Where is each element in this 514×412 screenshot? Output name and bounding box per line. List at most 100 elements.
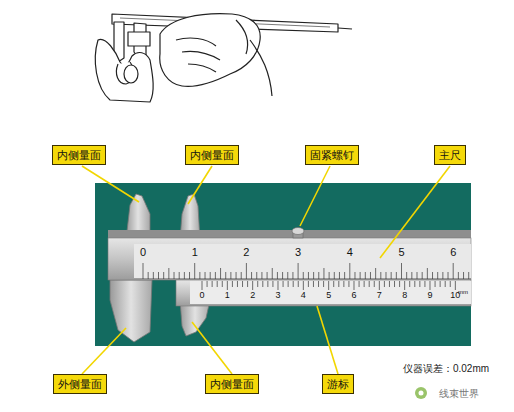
- main-tick: [153, 272, 154, 279]
- vernier-tick: [424, 281, 425, 287]
- callout-box: 游标: [322, 374, 354, 394]
- main-tick: [354, 272, 355, 279]
- main-tick: [267, 272, 268, 279]
- main-tick: [184, 272, 185, 279]
- main-tick: [215, 272, 216, 279]
- main-tick: [205, 272, 206, 279]
- vernier-tick: [455, 281, 456, 290]
- vernier-tick: [212, 281, 213, 287]
- vernier-tick: [202, 281, 203, 290]
- main-tick: [261, 272, 262, 279]
- callout-box: 固紧螺钉: [305, 145, 359, 165]
- main-tick: [308, 272, 309, 279]
- main-tick: [349, 263, 350, 279]
- main-tick: [313, 272, 314, 279]
- vernier-tick: [293, 281, 294, 287]
- main-tick: [344, 272, 345, 279]
- vernier-tick: [207, 281, 208, 287]
- main-tick: [230, 272, 231, 279]
- vernier-tick: [333, 281, 334, 287]
- main-tick: [143, 263, 144, 279]
- main-tick: [375, 268, 376, 279]
- main-tick: [334, 272, 335, 279]
- main-scale-number: 6: [450, 246, 456, 258]
- callout-box: 内侧量面: [205, 374, 259, 394]
- vernier-number: 9: [427, 291, 432, 301]
- vernier-tick: [272, 281, 273, 287]
- vernier-tick: [318, 281, 319, 287]
- main-tick: [411, 272, 412, 279]
- main-tick: [220, 268, 221, 279]
- main-tick: [168, 268, 169, 279]
- scale-ticks: [143, 263, 469, 290]
- vernier-tick: [394, 281, 395, 287]
- vernier-tick: [440, 281, 441, 287]
- vernier-tick: [343, 281, 344, 287]
- main-tick: [427, 268, 428, 279]
- vernier-tick: [257, 281, 258, 287]
- callout-text: 固紧螺钉: [310, 149, 354, 161]
- main-tick: [442, 272, 443, 279]
- vernier-number: 8: [402, 291, 407, 301]
- vernier-tick: [379, 281, 380, 290]
- vernier-number: 1: [225, 291, 230, 301]
- main-tick: [329, 272, 330, 279]
- main-tick: [463, 272, 464, 279]
- main-tick: [318, 272, 319, 279]
- main-scale-number: 5: [398, 246, 404, 258]
- main-tick: [148, 272, 149, 279]
- main-tick: [437, 272, 438, 279]
- vernier-tick: [435, 281, 436, 287]
- main-tick: [360, 272, 361, 279]
- vernier-tick: [323, 281, 324, 287]
- watermark: 线束世界: [439, 388, 479, 399]
- vernier-number: 4: [301, 291, 306, 301]
- vernier-tick: [450, 281, 451, 287]
- main-tick: [256, 272, 257, 279]
- main-tick: [365, 272, 366, 279]
- vernier-tick: [232, 281, 233, 287]
- callout-text: 游标: [327, 378, 349, 390]
- vernier-tick: [227, 281, 228, 290]
- vernier-tick: [369, 281, 370, 287]
- main-tick: [303, 272, 304, 279]
- leader-lines: [82, 166, 450, 374]
- main-tick: [380, 272, 381, 279]
- vernier-tick: [222, 281, 223, 287]
- vernier-tick: [419, 281, 420, 287]
- main-tick: [292, 272, 293, 279]
- vernier-tick: [262, 281, 263, 287]
- main-tick: [323, 268, 324, 279]
- main-tick: [163, 272, 164, 279]
- main-tick: [417, 272, 418, 279]
- main-tick: [370, 272, 371, 279]
- main-tick: [251, 272, 252, 279]
- callout-text: 内侧量面: [210, 378, 254, 390]
- main-scale-number: 0: [140, 246, 146, 258]
- vernier-number: 5: [326, 291, 331, 301]
- vernier-number: 3: [275, 291, 280, 301]
- main-tick: [391, 272, 392, 279]
- watermark-icon: [415, 387, 427, 399]
- vernier-tick: [348, 281, 349, 287]
- main-tick: [339, 272, 340, 279]
- vernier-tick: [429, 281, 430, 290]
- main-tick: [401, 263, 402, 279]
- vernier-tick: [328, 281, 329, 290]
- main-tick: [277, 272, 278, 279]
- callout-box: 内侧量面: [185, 145, 239, 165]
- main-tick: [282, 272, 283, 279]
- vernier-tick: [298, 281, 299, 287]
- vernier-tick: [414, 281, 415, 287]
- main-tick: [396, 272, 397, 279]
- vernier-tick: [308, 281, 309, 287]
- vernier-number: 7: [377, 291, 382, 301]
- callout-text: 主尺: [439, 149, 461, 161]
- vernier-scale: [176, 280, 471, 306]
- vernier-tick: [277, 281, 278, 290]
- main-scale-number: 3: [295, 246, 301, 258]
- vernier-tick: [283, 281, 284, 287]
- main-scale-number: 4: [347, 246, 353, 258]
- hand-sketch: [95, 14, 352, 102]
- callout-text: 内侧量面: [190, 149, 234, 161]
